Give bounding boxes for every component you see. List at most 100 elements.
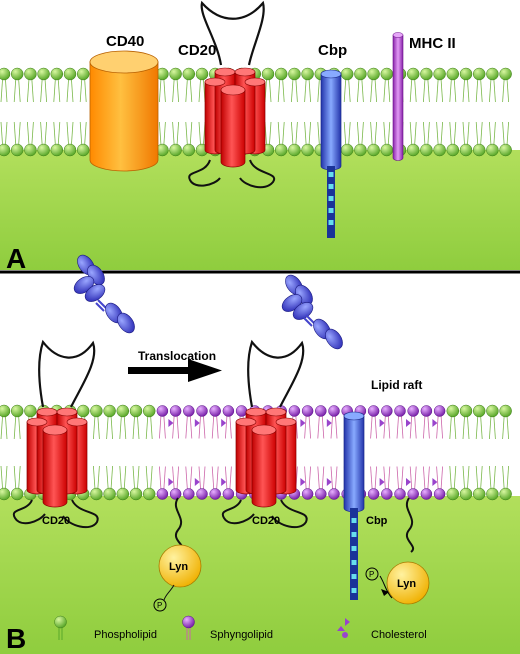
- lipid-tail: [317, 79, 320, 103]
- phospholipid-head: [354, 67, 367, 81]
- sphingolipid-head: [209, 405, 221, 417]
- lipid-tail: [409, 416, 413, 439]
- lipid-tail: [387, 121, 391, 145]
- lipid-tail: [145, 465, 149, 489]
- lipid-tail: [480, 79, 483, 103]
- phospholipid-head: [169, 143, 182, 157]
- cholesterol-mark: [432, 478, 438, 486]
- cbp-protein-a: [320, 69, 342, 238]
- lipid-tail: [343, 79, 347, 103]
- cholesterol-mark: [406, 478, 411, 486]
- translocation-arrow: [128, 359, 222, 382]
- sphingolipid-head: [156, 405, 169, 417]
- lipid-tail: [436, 466, 439, 489]
- lipid-tail: [493, 79, 496, 103]
- lipid-tail: [0, 416, 3, 440]
- lipid-tail: [53, 121, 56, 145]
- phospholipid-head: [142, 404, 156, 418]
- lipid-tail: [189, 416, 193, 439]
- panel-a-letter: A: [6, 243, 26, 274]
- lipid-tail: [216, 416, 219, 439]
- sphingolipid-head: [394, 488, 406, 500]
- cytoplasm-a: [0, 150, 520, 270]
- lipid-tail: [269, 121, 272, 145]
- cd20-label-a: CD20: [178, 42, 216, 59]
- sphingolipid-head: [301, 488, 314, 500]
- lipid-tail: [453, 465, 457, 489]
- lipid-tail: [414, 466, 417, 489]
- lipid-tail: [414, 121, 417, 145]
- lipid-tail: [304, 79, 307, 103]
- lipid-tail: [97, 465, 100, 489]
- lipid-tail: [475, 465, 479, 489]
- sphingolipid-head: [328, 488, 340, 500]
- panel-b: Translocation: [0, 254, 520, 654]
- sphingolipid-head: [288, 405, 301, 417]
- phospholipid-head: [10, 143, 24, 157]
- phospholipid-head: [182, 143, 196, 157]
- sphingolipid-head: [433, 405, 446, 417]
- phospholipid-head: [182, 67, 196, 81]
- phospholipid-head: [486, 487, 499, 501]
- lipid-tail: [335, 466, 338, 489]
- lipid-tail: [66, 121, 69, 145]
- phospholipid-head: [406, 67, 420, 81]
- lipid-tail: [93, 416, 96, 440]
- cholesterol-mark: [406, 419, 411, 427]
- phospholipid-head: [129, 487, 143, 501]
- sphingolipid-head: [301, 405, 314, 417]
- lipid-tail: [480, 465, 483, 489]
- lipid-tail: [79, 79, 83, 103]
- lipid-tail: [440, 79, 443, 103]
- lipid-tail: [506, 121, 509, 145]
- phospholipid-head: [486, 67, 499, 81]
- lipid-tail: [480, 416, 483, 440]
- lipid-tail: [172, 416, 175, 439]
- lipid-tail: [502, 79, 505, 103]
- lipid-tail: [383, 466, 386, 489]
- lipid-tail: [387, 79, 391, 103]
- lipid-tail: [396, 416, 399, 439]
- phospholipid-head: [90, 404, 103, 418]
- lipid-tail: [40, 79, 43, 103]
- lipid-tail: [409, 121, 413, 145]
- phospholipid-head: [24, 143, 37, 157]
- phospholipid-head: [486, 143, 499, 157]
- mhc-ii-protein: [392, 32, 404, 161]
- phospholipid-head: [472, 404, 486, 418]
- lipid-tail: [330, 416, 333, 439]
- lipid-tail: [119, 465, 122, 489]
- phospholipid-head: [129, 404, 143, 418]
- lipid-tail: [409, 466, 413, 489]
- sphingolipid-head: [183, 488, 195, 500]
- antibody-right: [281, 274, 343, 350]
- lipid-tail: [176, 466, 179, 489]
- lipid-tail: [357, 121, 360, 145]
- lipid-tail: [436, 416, 439, 439]
- lipid-tail: [401, 416, 404, 439]
- lipid-tail: [0, 79, 3, 103]
- lipid-tail: [189, 466, 193, 489]
- lipid-tail: [317, 121, 320, 145]
- lipid-tail: [449, 416, 452, 440]
- lipid-tail: [475, 121, 479, 145]
- cd20-protein-b-right: [221, 339, 308, 529]
- lipid-tail: [423, 416, 426, 439]
- lyn-kinase-right: [365, 497, 430, 605]
- cytoplasm-b: [0, 496, 520, 654]
- lipid-tail: [84, 121, 87, 145]
- lipid-tail: [18, 79, 21, 103]
- lipid-tail: [348, 121, 351, 145]
- lipid-tail: [31, 121, 34, 145]
- cd20-label-b-right: CD20: [252, 515, 280, 527]
- phospholipid-head: [0, 143, 11, 157]
- sphingolipid-head: [407, 488, 419, 500]
- lipid-tail: [423, 121, 426, 145]
- lipid-tail: [396, 466, 399, 489]
- lipid-tail: [308, 79, 311, 103]
- lipid-tail: [489, 121, 492, 145]
- phospholipid-head: [76, 67, 90, 81]
- lipid-tail: [198, 121, 201, 145]
- lipid-tail: [291, 79, 294, 103]
- lipid-tail: [304, 416, 307, 439]
